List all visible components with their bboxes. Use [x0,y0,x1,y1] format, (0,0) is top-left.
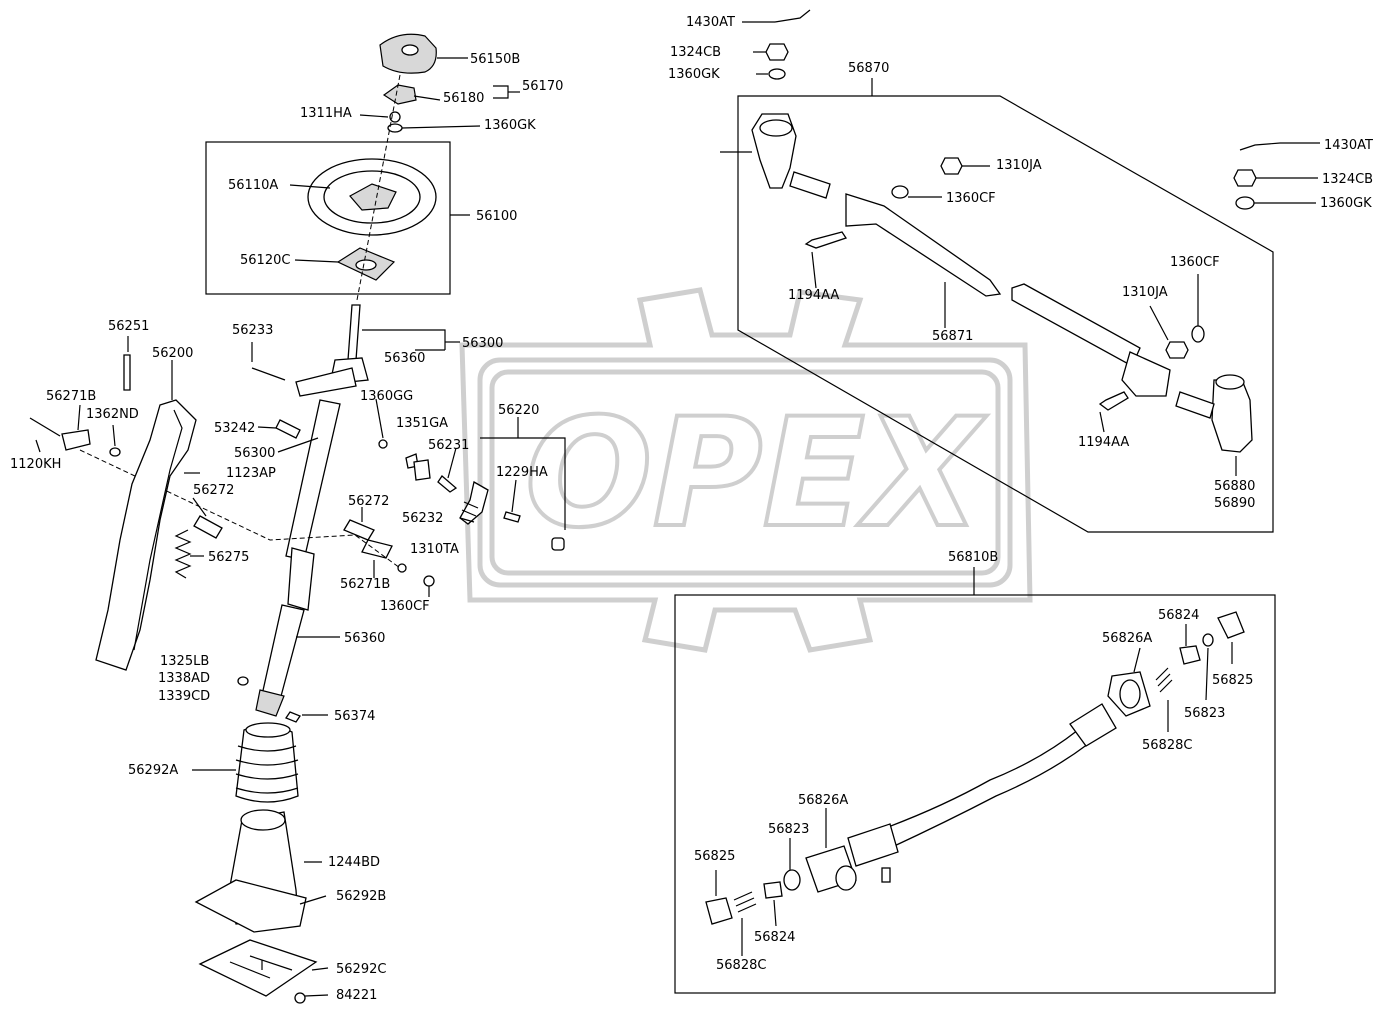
label-56825-top: 56825 [1212,673,1253,688]
boot-plate [198,939,318,997]
top-fasteners-group [742,9,811,80]
label-56823-top: 56823 [1184,706,1225,721]
label-56231: 56231 [428,438,469,453]
return-spring [174,529,192,579]
label-1324CB-top: 1324CB [670,45,721,60]
label-1360CF-bottom: 1360CF [380,599,430,614]
label-1360CF-top: 1360CF [946,191,996,206]
tie-rod-tube [845,193,1002,297]
label-56871: 56871 [932,329,973,344]
shift-fork [459,480,489,525]
label-1360GG: 1360GG [360,389,413,404]
column-upper-shaft [347,304,361,361]
label-1362ND: 1362ND [86,407,139,422]
label-56271B-left: 56271B [46,389,96,404]
linkage-parts-group [405,417,566,551]
label-53242: 53242 [214,421,255,436]
label-56823-bottom: 56823 [768,822,809,837]
label-56180: 56180 [443,91,484,106]
label-1310JA-right: 1310JA [1122,285,1168,300]
ball-joint-right [1211,379,1253,453]
shift-cable-group [674,567,1276,994]
label-56870: 56870 [848,61,889,76]
label-56170: 56170 [522,79,563,94]
label-56300-right: 56300 [462,336,503,351]
label-56300-left: 56300 [234,446,275,461]
label-56360-bottom: 56360 [344,631,385,646]
label-56374: 56374 [334,709,375,724]
label-1325LB: 1325LB [160,654,209,669]
part-labels: 56150B 56170 56180 1311HA 1360GK 56110A … [10,15,1373,1003]
label-56810B: 56810B [948,550,998,565]
label-1244BD: 1244BD [328,855,380,870]
label-1338AD: 1338AD [158,671,210,686]
tie-rod-group [720,78,1274,533]
label-56271B-right: 56271B [340,577,390,592]
label-56292B: 56292B [336,889,386,904]
label-1360GK-top: 1360GK [484,118,536,133]
label-1123AP: 1123AP [226,466,276,481]
label-56272-left: 56272 [193,483,234,498]
label-56251: 56251 [108,319,149,334]
label-56292A: 56292A [128,763,178,778]
label-56825-bottom: 56825 [694,849,735,864]
tie-rod-box [737,95,1274,533]
label-1120KH: 1120KH [10,457,61,472]
label-1194AA-bottom: 1194AA [1078,435,1129,450]
label-1324CB-right: 1324CB [1322,172,1373,187]
cable-cap-top [1217,611,1245,639]
lever-group [29,336,204,671]
label-56360-top: 56360 [384,351,425,366]
label-56233: 56233 [232,323,273,338]
right-fasteners-group [1233,142,1320,210]
boots-group [192,722,329,1004]
steering-column-group [79,304,460,723]
label-56824-top: 56824 [1158,608,1199,623]
label-1360CF-right: 1360CF [1170,255,1220,270]
watermark-text: OPEX [525,387,987,561]
label-56272-right: 56272 [348,494,389,509]
label-1339CD: 1339CD [158,689,210,704]
label-56826A-bottom: 56826A [798,793,848,808]
label-56200: 56200 [152,346,193,361]
label-1311HA: 1311HA [300,106,352,121]
label-1351GA: 1351GA [396,416,448,431]
label-1360GK-right: 1360GK [1320,196,1372,211]
label-1430AT-right: 1430AT [1324,138,1373,153]
label-1194AA-top: 1194AA [788,288,839,303]
label-1430AT-top: 1430AT [686,15,735,30]
shift-cable-box [674,594,1276,994]
label-56890: 56890 [1214,496,1255,511]
label-56275: 56275 [208,550,249,565]
watermark: OPEX [459,287,1033,653]
label-1360GK-mid: 1360GK [668,67,720,82]
label-56150B: 56150B [470,52,520,67]
cable-cap-bottom [705,897,733,925]
label-84221: 84221 [336,988,377,1003]
label-56826A-top: 56826A [1102,631,1152,646]
steering-wheel-group [205,33,520,301]
label-56120C: 56120C [240,253,290,268]
label-1310JA-top: 1310JA [996,158,1042,173]
label-56824-bottom: 56824 [754,930,795,945]
label-1310TA: 1310TA [410,542,459,557]
label-56100: 56100 [476,209,517,224]
label-56232: 56232 [402,511,443,526]
shift-lever [95,399,197,671]
shift-cable [879,729,1089,849]
contact-plate [382,84,417,105]
label-1229HA: 1229HA [496,465,548,480]
label-56828C-bottom: 56828C [716,958,766,973]
label-56828C-top: 56828C [1142,738,1192,753]
label-56110A: 56110A [228,178,278,193]
label-56880: 56880 [1214,479,1255,494]
label-56292C: 56292C [336,962,386,977]
steering-wheel-box [205,141,451,295]
label-56220: 56220 [498,403,539,418]
